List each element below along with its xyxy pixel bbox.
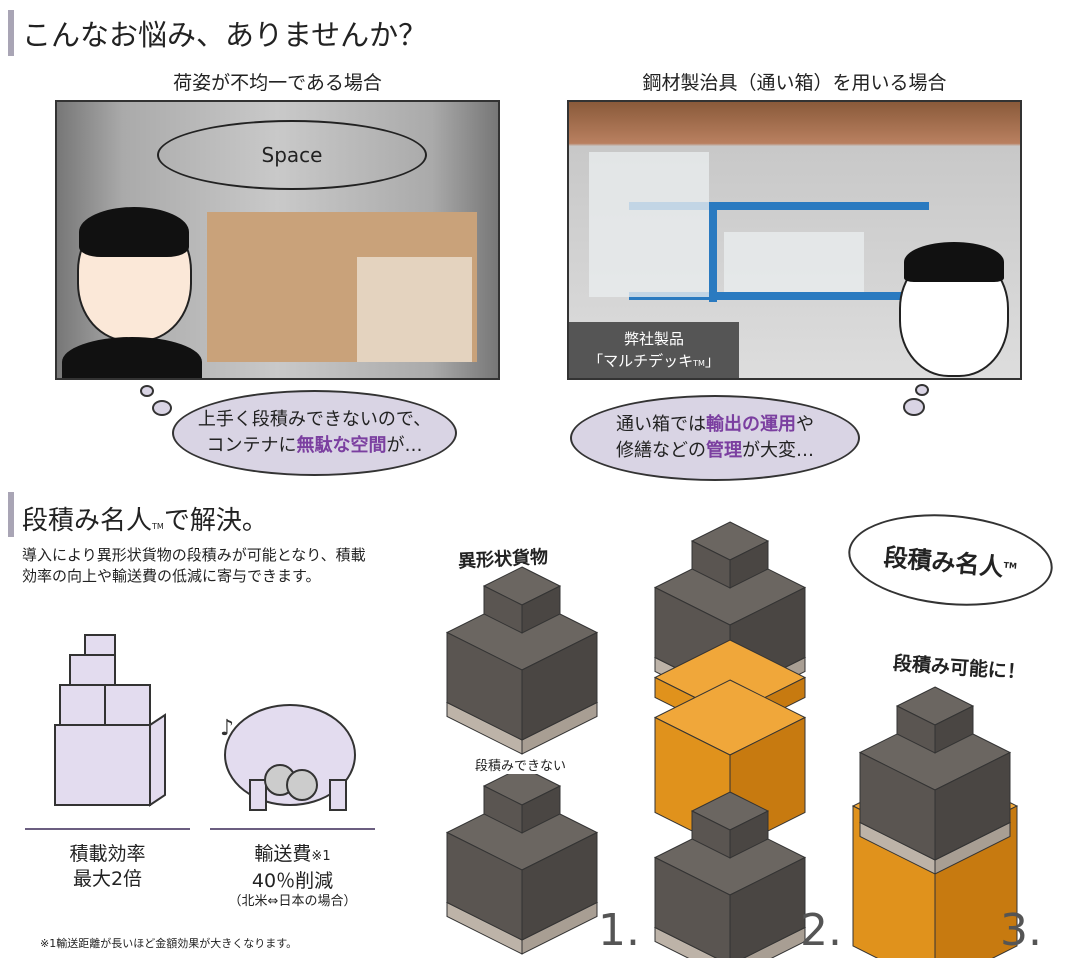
avatar-hair [904,242,1004,282]
right-thought-bubble: 通い箱では輸出の運用や 修繕などの管理が大変… [570,395,860,481]
heading-bar [8,10,14,56]
thought-dot [903,398,925,416]
desc-line: 効率の向上や輸送費の低減に寄与できます。 [22,567,321,585]
note-mark: ※1 [311,849,331,864]
left-thought-bubble: 上手く段積みできないので、 コンテナに無駄な空間が… [172,390,457,476]
product-close: 」 [704,352,720,370]
thought-dot [140,385,154,397]
benefit-label: 輸送費 [254,843,312,865]
tm-mark: TM [1003,560,1018,571]
left-caption: 荷姿が不均一である場合 [173,72,382,94]
tm-mark: TM [693,359,705,368]
section2-title: 段積み名人TMで解決。 [22,500,268,537]
step-number: 1. [598,905,640,956]
stacked-boxes-icon [54,634,166,807]
irregular-top-box [895,686,975,754]
svg-text:♪: ♪ [220,716,234,741]
thought-dot [152,400,172,416]
brand-name: 段積み名人 [882,542,1005,582]
rack-beam [629,202,929,210]
irregular-cargo-label: 異形状貨物 [457,546,549,573]
title-text: で解決。 [163,506,268,536]
divider [25,828,190,830]
space-ellipse: Space [157,120,427,190]
bubble-text: 通い箱では [616,414,706,435]
avatar-hair [79,207,189,257]
bubble-line: 上手く段積みできないので、 [197,409,432,430]
bubble-text: コンテナに [206,435,297,456]
stacking-illustration [445,521,1019,958]
step-number: 3. [1000,905,1042,956]
irregular-top-box [482,566,562,634]
section1-title: こんなお悩み、ありませんか？ [22,18,428,52]
wrapped-cargo [724,232,864,292]
tm-mark: TM [152,522,164,531]
bubble-highlight: 管理 [706,440,742,461]
title-text: 段積み名人 [22,506,153,536]
bubble-highlight: 輸出の運用 [706,414,796,435]
benefit-icons: ♪ [54,634,356,811]
product-line1: 弊社製品 [623,330,684,348]
cargo-boxes [357,257,472,362]
space-label: Space [261,143,323,167]
benefit-label: 積載効率 [69,843,146,865]
rack-post [709,202,717,302]
truck-photo: 弊社製品 「マルチデッキTM」 [567,100,1022,380]
thought-dot [915,384,929,396]
desc-line: 導入により異形状貨物の段積みが可能となり、積載 [22,546,366,564]
benefit-value: 最大2倍 [72,868,143,890]
piggy-bank-icon: ♪ [220,704,356,811]
heading-bar [8,492,14,537]
product-line2: 「マルチデッキ [588,352,694,370]
cannot-stack-label: 段積みできない [475,755,567,774]
irregular-top-box [690,791,770,859]
benefit-loading-efficiency: 積載効率 最大2倍 [25,842,190,892]
benefit-note: （北米⇔日本の場合） [228,894,357,909]
benefit-shipping-cost: 輸送費※1 40％削減 （北米⇔日本の場合） [210,842,375,910]
bubble-text: が大変… [742,440,814,461]
product-label: 弊社製品 「マルチデッキTM」 [569,322,739,378]
wrapped-cargo [589,152,709,297]
section2-description: 導入により異形状貨物の段積みが可能となり、積載 効率の向上や輸送費の低減に寄与で… [22,545,366,587]
benefit-value: 40％削減 [251,870,334,892]
divider [210,828,375,830]
avatar-shirt [62,337,202,378]
step-number: 2. [800,905,842,956]
container-photo: Space [55,100,500,380]
irregular-top-box [690,521,770,589]
footnote: ※1輸送距離が長いほど金額効果が大きくなります。 [40,937,298,950]
bubble-highlight: 無駄な空間 [296,435,387,456]
irregular-top-box [482,766,562,834]
bubble-text: 修繕などの [616,440,706,461]
bubble-text: や [796,414,814,435]
right-caption: 鋼材製治具（通い箱）を用いる場合 [642,72,947,94]
bubble-text: が… [386,435,423,456]
rack-beam [629,292,929,300]
